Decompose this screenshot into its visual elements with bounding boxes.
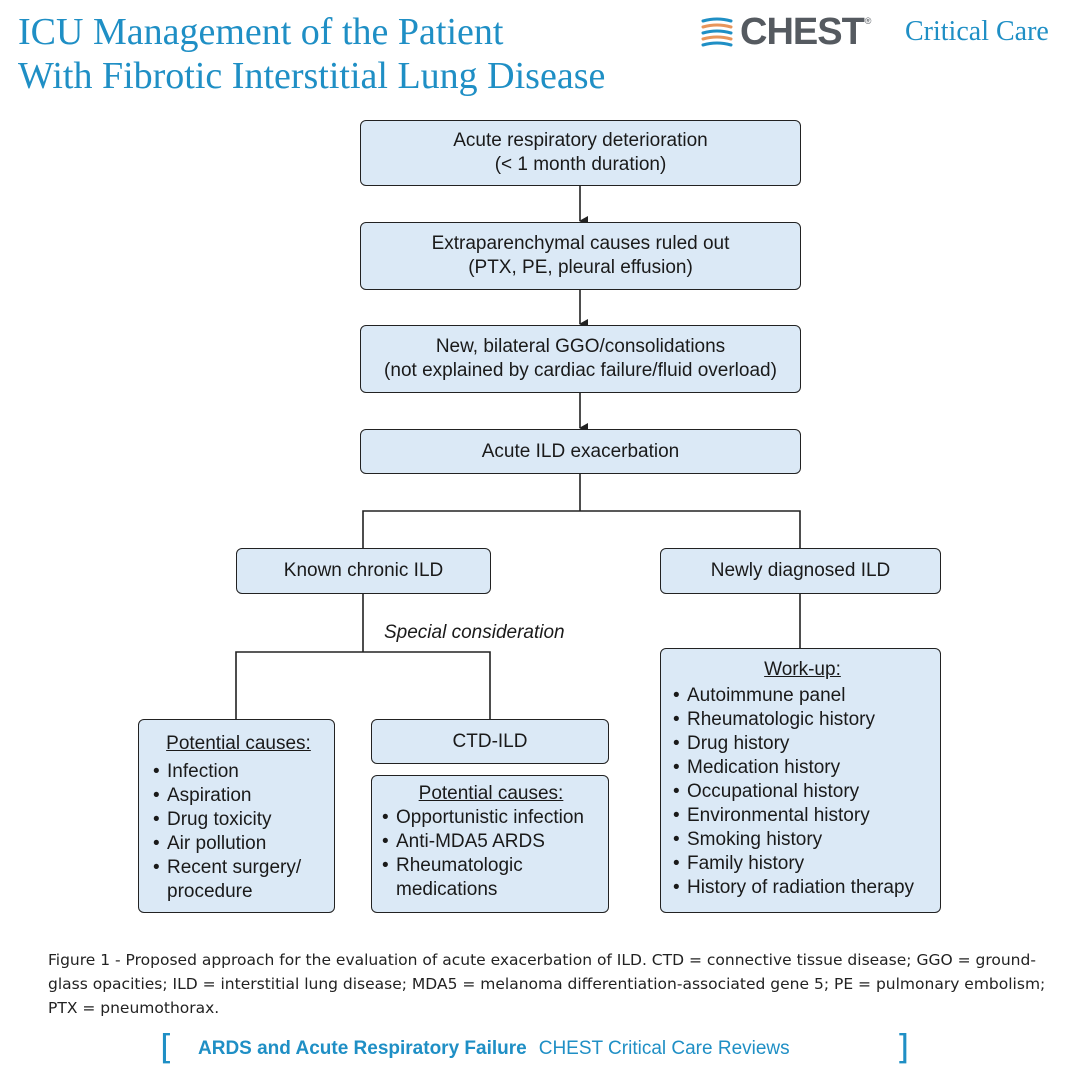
list-item: Environmental history: [673, 804, 932, 828]
box-acute-ild-exacerbation: Acute ILD exacerbation: [360, 429, 801, 474]
box-extraparenchymal-line2: (PTX, PE, pleural effusion): [468, 257, 693, 278]
box-new-bilateral-ggo: New, bilateral GGO/consolidations (not e…: [360, 325, 801, 393]
page-title: ICU Management of the Patient With Fibro…: [18, 10, 605, 98]
list-item-continuation: procedure: [167, 881, 253, 902]
box-new-bilateral-ggo-line2: (not explained by cardiac failure/fluid …: [384, 360, 777, 381]
logo-wordmark: CHEST: [740, 11, 865, 53]
chest-logo-icon: [701, 17, 733, 47]
potential-causes-left-title: Potential causes:: [166, 733, 311, 754]
box-known-chronic-ild: Known chronic ILD: [236, 548, 491, 594]
list-item: Occupational history: [673, 780, 932, 804]
special-branch: [235, 651, 491, 719]
list-item: Medication history: [673, 756, 932, 780]
figure-caption: Figure 1 - Proposed approach for the eva…: [48, 951, 1046, 1017]
box-ctd-ild-label: CTD-ILD: [452, 730, 528, 752]
footer-series-title: ARDS and Acute Respiratory Failure: [198, 1038, 527, 1059]
title-line-2: With Fibrotic Interstitial Lung Disease: [18, 55, 606, 97]
potential-causes-ctd-list: Opportunistic infection Anti-MDA5 ARDS R…: [382, 806, 600, 902]
box-potential-causes-left: Potential causes: Infection Aspiration D…: [138, 719, 335, 913]
branch-connector: [362, 510, 801, 548]
list-item: Drug toxicity: [153, 808, 324, 832]
list-item: Autoimmune panel: [673, 684, 932, 708]
list-item: Recent surgery/: [153, 856, 324, 880]
footer-left-bracket: [: [160, 1028, 174, 1068]
box-acute-deterioration-line2: (< 1 month duration): [494, 154, 667, 175]
list-item: Air pollution: [153, 832, 324, 856]
box-known-chronic-ild-label: Known chronic ILD: [283, 560, 444, 581]
box-acute-ild-exacerbation-label: Acute ILD exacerbation: [481, 440, 680, 462]
list-item: Aspiration: [153, 784, 324, 808]
list-item: History of radiation therapy: [673, 876, 932, 900]
list-item: Anti-MDA5 ARDS: [382, 830, 600, 854]
list-item: Smoking history: [673, 828, 932, 852]
box-newly-diagnosed-ild-label: Newly diagnosed ILD: [710, 560, 891, 581]
box-work-up: Work-up: Autoimmune panel Rheumatologic …: [660, 648, 941, 913]
footer-banner: [ ARDS and Acute Respiratory Failure CHES…: [160, 1030, 910, 1066]
box-ctd-ild: CTD-ILD: [371, 719, 609, 764]
box-acute-deterioration-line1: Acute respiratory deterioration: [453, 130, 708, 151]
box-extraparenchymal: Extraparenchymal causes ruled out (PTX, …: [360, 222, 801, 290]
list-item: Infection: [153, 760, 324, 784]
logo-registered-mark: ®: [864, 16, 872, 26]
title-line-1: ICU Management of the Patient: [18, 11, 504, 53]
work-up-list: Autoimmune panel Rheumatologic history D…: [673, 684, 932, 900]
footer-text: ARDS and Acute Respiratory Failure CHEST …: [198, 1038, 790, 1060]
potential-causes-left-list: Infection Aspiration Drug toxicity Air p…: [153, 760, 324, 904]
box-acute-deterioration: Acute respiratory deterioration (< 1 mon…: [360, 120, 801, 186]
list-item: Drug history: [673, 732, 932, 756]
list-item: Rheumatologic history: [673, 708, 932, 732]
special-consideration-label: Special consideration: [384, 622, 565, 643]
list-item: Opportunistic infection: [382, 806, 600, 830]
list-item: Rheumatologic: [382, 854, 600, 878]
work-up-title: Work-up:: [764, 659, 841, 680]
box-new-bilateral-ggo-line1: New, bilateral GGO/consolidations: [435, 336, 726, 357]
box-newly-diagnosed-ild: Newly diagnosed ILD: [660, 548, 941, 594]
potential-causes-ctd-title: Potential causes:: [418, 783, 564, 804]
list-item-continuation: medications: [396, 879, 498, 900]
list-item: Family history: [673, 852, 932, 876]
footer-series-name: CHEST Critical Care Reviews: [538, 1038, 790, 1059]
chest-logo: CHEST ®: [700, 12, 871, 52]
logo-subtitle: Critical Care: [905, 16, 1049, 47]
footer-right-bracket: ]: [896, 1028, 910, 1068]
box-extraparenchymal-line1: Extraparenchymal causes ruled out: [431, 233, 730, 254]
box-potential-causes-ctd: Potential causes: Opportunistic infectio…: [371, 775, 609, 913]
